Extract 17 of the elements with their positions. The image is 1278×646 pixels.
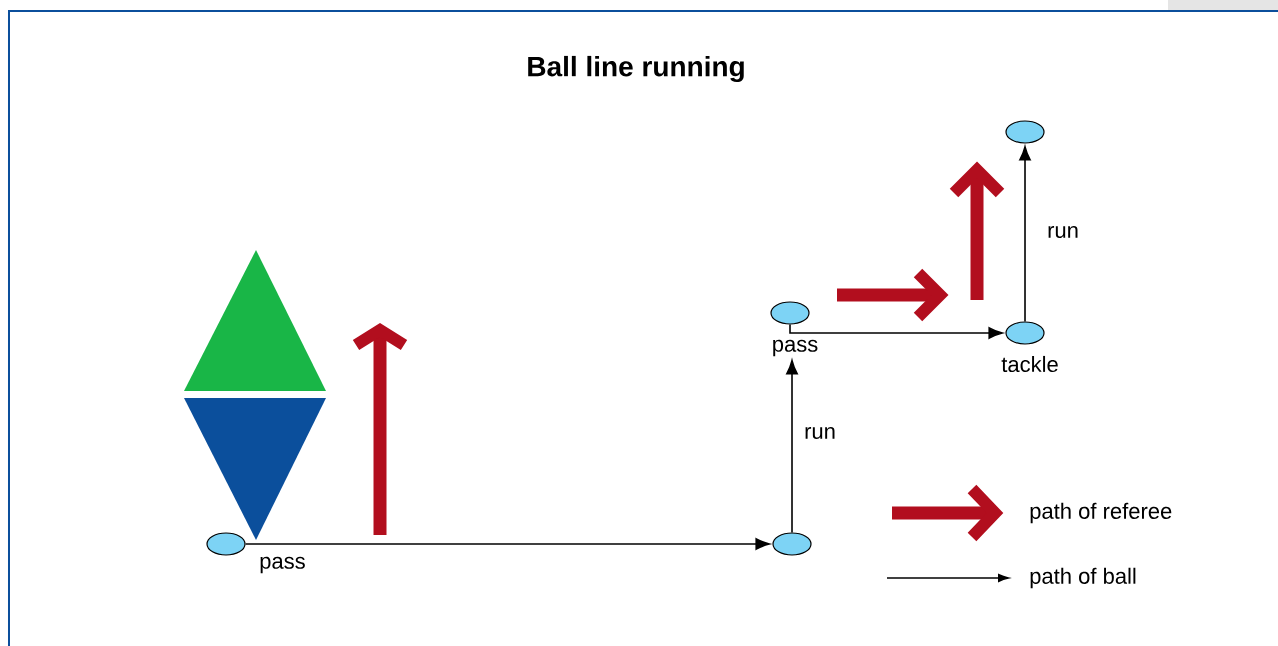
player-marker <box>772 532 812 556</box>
arrow <box>1019 146 1031 323</box>
arrow <box>244 538 770 550</box>
player-marker <box>1005 120 1045 144</box>
node-label: pass <box>773 339 818 357</box>
arrow <box>789 323 1003 339</box>
legend-label: path of ball <box>1030 567 1136 589</box>
edge-label: run <box>805 427 835 440</box>
node-label: tackle <box>1001 355 1058 373</box>
node-label: pass <box>260 556 305 574</box>
legend-label: path of referee <box>1030 502 1172 524</box>
arrow <box>786 359 798 534</box>
edge-label: run <box>1048 226 1078 239</box>
title: Ball line running <box>528 55 744 83</box>
player-marker <box>206 532 246 556</box>
player-marker <box>770 301 810 325</box>
player-marker <box>1005 321 1045 345</box>
